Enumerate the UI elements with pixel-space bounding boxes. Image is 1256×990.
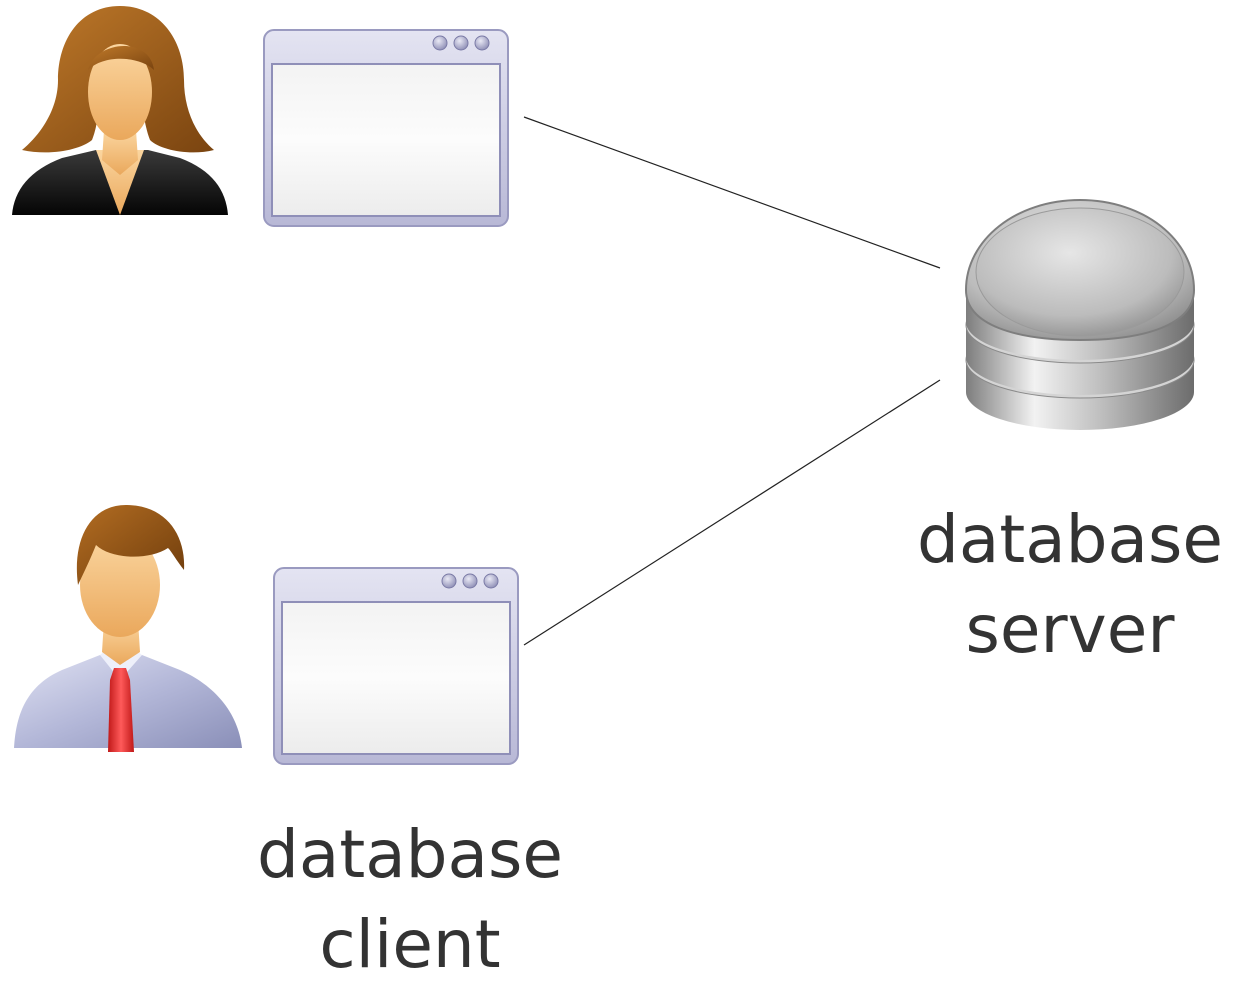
user-male-icon xyxy=(14,505,242,752)
connector-line-top xyxy=(523,116,941,269)
application-window-icon xyxy=(263,29,509,227)
window-button-icon xyxy=(483,573,499,589)
window-button-icon xyxy=(441,573,457,589)
window-button-icon xyxy=(462,573,478,589)
database-server-icon xyxy=(964,198,1196,430)
window-button-icon xyxy=(474,35,490,51)
client-label-line1: database xyxy=(257,816,563,893)
server-label-line1: database xyxy=(917,501,1223,578)
window-button-icon xyxy=(453,35,469,51)
client-label-line2: client xyxy=(319,906,501,983)
connector-line-bottom xyxy=(523,379,941,646)
database-server-label: database server xyxy=(880,495,1256,675)
server-label-line2: server xyxy=(965,591,1175,668)
window-button-icon xyxy=(432,35,448,51)
application-window-icon xyxy=(273,567,519,765)
user-female-icon xyxy=(12,6,228,215)
database-client-label: database client xyxy=(220,810,600,990)
